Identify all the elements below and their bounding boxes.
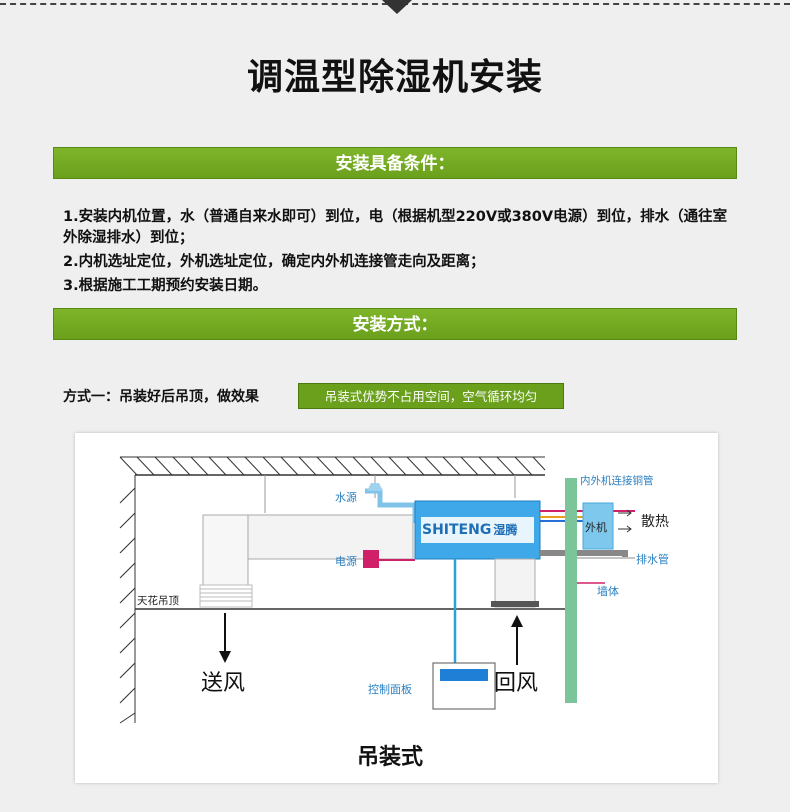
left-wall-hatch xyxy=(119,475,136,724)
drain-pipe xyxy=(540,550,628,557)
label-drain: 排水管 xyxy=(636,553,669,566)
label-wall: 墙体 xyxy=(597,585,619,598)
page-title: 调温型除湿机安装 xyxy=(246,57,543,98)
water-tap-icon xyxy=(367,483,383,491)
label-pipe: 内外机连接铜管 xyxy=(580,475,654,487)
duct-grille xyxy=(199,584,253,608)
method-advantage-tag: 吊装式优势不占用空间，空气循环均匀 xyxy=(298,383,564,409)
section-heading-conditions: 安装具备条件： xyxy=(53,147,737,179)
return-grille xyxy=(491,601,539,607)
unit-label-panel xyxy=(421,517,534,543)
brand-en: SHITENG xyxy=(422,522,492,538)
label-supply: 送风 xyxy=(201,671,246,696)
condition-item: 2.内机选址定位，外机选址定位，确定内外机连接管走向及距离； xyxy=(63,254,485,270)
outdoor-unit xyxy=(582,502,614,550)
label-panel: 控制面板 xyxy=(368,683,412,696)
section-heading-method: 安装方式： xyxy=(53,308,737,340)
label-outdoor: 外机 xyxy=(585,521,607,534)
conditions-list: 1.安装内机位置，水（普通自来水即可）到位，电（根据机型220V或380V电源）… xyxy=(63,207,733,300)
return-arrowhead xyxy=(511,615,523,627)
supply-arrowhead xyxy=(219,651,231,663)
control-panel-screen xyxy=(440,669,488,681)
supply-elbow xyxy=(202,514,249,594)
label-power: 电源 xyxy=(335,555,357,568)
condition-item: 3.根据施工工期预约安装日期。 xyxy=(63,278,268,294)
label-return: 回风 xyxy=(494,671,539,696)
heat-arrows xyxy=(618,509,632,533)
return-duct xyxy=(494,558,536,608)
label-heat: 散热 xyxy=(641,514,669,530)
label-ceiling: 天花吊顶 xyxy=(137,595,179,607)
method-label: 方式一：吊装好后吊顶，做效果 xyxy=(63,389,259,405)
wall xyxy=(565,478,577,703)
power-socket-icon xyxy=(363,550,379,568)
ceiling-hatch xyxy=(119,456,546,476)
condition-item: 1.安装内机位置，水（普通自来水即可）到位，电（根据机型220V或380V电源）… xyxy=(63,209,728,246)
diagram-svg xyxy=(119,456,635,724)
brand-cn: 湿腾 xyxy=(493,523,518,537)
diagram-caption: 吊装式 xyxy=(357,745,424,770)
label-water: 水源 xyxy=(335,491,357,504)
top-notch-arrow xyxy=(382,0,412,14)
